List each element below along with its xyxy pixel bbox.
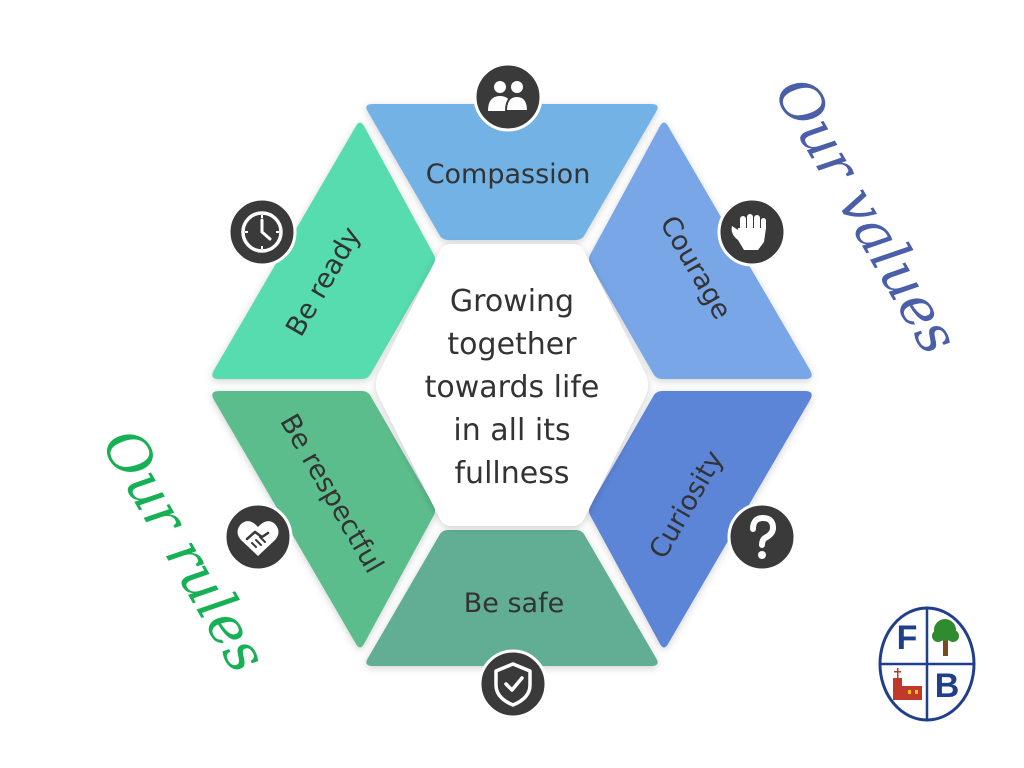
center-line-1: Growing [450, 284, 574, 319]
handshake-heart-icon [223, 502, 293, 572]
segment-courage [589, 122, 812, 379]
segment-be-ready [212, 122, 435, 379]
tree-icon [932, 619, 959, 656]
raised-fist-icon [717, 197, 787, 267]
center-hexagon [376, 244, 648, 526]
question-mark-icon [727, 502, 797, 572]
clock-icon [227, 197, 297, 267]
logo-letter-b: B [935, 667, 960, 705]
label-compassion: Compassion [426, 159, 591, 190]
shield-check-icon [478, 649, 548, 719]
segment-be-safe [366, 530, 658, 666]
people-icon [473, 62, 543, 132]
segment-be-respectful [212, 391, 435, 648]
heading-our-values: Our values [761, 66, 971, 365]
church-icon [893, 668, 922, 700]
logo-letter-f: F [897, 619, 918, 657]
school-logo: F B [878, 606, 976, 722]
center-line-3: towards life [425, 370, 600, 405]
center-motto: Growing together towards life in all its… [425, 284, 600, 491]
center-line-4: in all its [453, 413, 570, 448]
center-line-2: together [447, 327, 577, 362]
segment-curiosity [589, 391, 812, 648]
segment-compassion [366, 104, 658, 240]
center-line-5: fullness [455, 456, 570, 491]
label-be-safe: Be safe [464, 588, 564, 619]
